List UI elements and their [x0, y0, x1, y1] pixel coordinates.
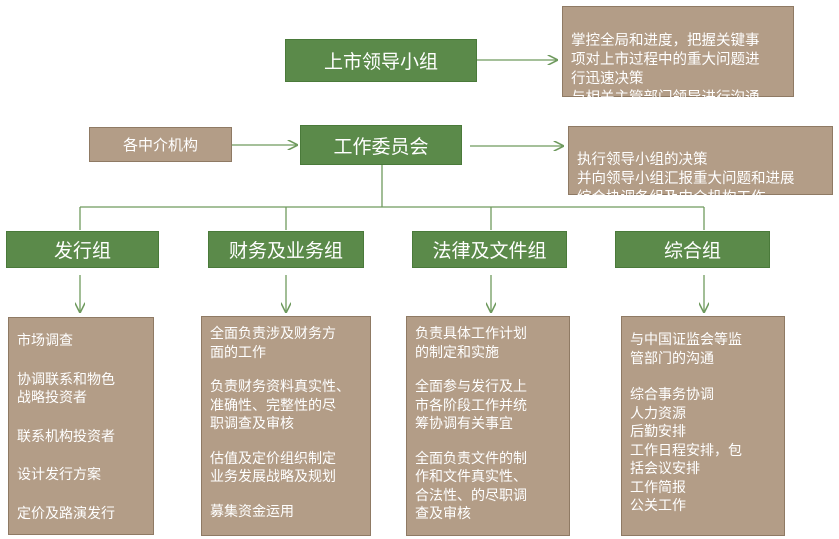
leadership-group-note: 掌控全局和进度，把握关键事 项对上市过程中的重大问题进 行迅速决策 与相关主管部…	[562, 6, 794, 106]
task-item: 负责财务资料真实性、 准确性、完整性的尽 职调查及审核	[210, 379, 350, 432]
task-item: 设计发行方案	[17, 467, 101, 483]
working-committee-title: 工作委员会	[333, 135, 429, 158]
task-item: 全面参与发行及上 市各阶段工作并统 筹协调有关事宜	[415, 379, 527, 432]
group-issuance-title: 发行组	[53, 240, 111, 262]
task-item: 联系机构投资者	[17, 428, 115, 445]
group-finance-business: 财务及业务组	[208, 231, 364, 268]
task-list-legal-docs: 负责具体工作计划 的制定和实施 全面参与发行及上 市各阶段工作并统 筹协调有关事…	[406, 316, 570, 536]
leadership-group-note-text: 掌控全局和进度，把握关键事 项对上市过程中的重大问题进 行迅速决策 与相关主管部…	[571, 33, 760, 106]
group-general-title: 综合组	[663, 240, 721, 262]
task-item: 全面负责涉及财务方 面的工作	[210, 326, 336, 361]
task-item: 综合事务协调 人力资源 后勤安排 工作日程安排，包 括会议安排 工作简报 公关工…	[630, 387, 742, 514]
intermediaries-box: 各中介机构	[89, 127, 232, 162]
intermediaries-title: 各中介机构	[122, 136, 198, 154]
group-finance-business-title: 财务及业务组	[228, 240, 343, 262]
task-item: 定价及路演发行	[17, 505, 115, 522]
task-list-general: 与中国证监会等监 管部门的沟通 综合事务协调 人力资源 后勤安排 工作日程安排，…	[621, 316, 785, 536]
task-item: 估值及定价组织制定 业务发展战略及规划	[210, 450, 336, 486]
task-item: 全面负责文件的制 作和文件真实性、 合法性、的尽职调 查及审核	[415, 450, 527, 523]
group-legal-docs: 法律及文件组	[412, 231, 567, 268]
task-item: 协调联系和物色 战略投资者	[17, 371, 115, 407]
working-committee-box: 工作委员会	[300, 125, 462, 165]
working-committee-note-text: 执行领导小组的决策 并向领导小组汇报重大问题和进展 综合协调各组及中介机构工作	[577, 152, 795, 206]
leadership-group-title: 上市领导小组	[323, 51, 438, 73]
group-issuance: 发行组	[6, 231, 159, 268]
task-list-finance-business: 全面负责涉及财务方 面的工作 负责财务资料真实性、 准确性、完整性的尽 职调查及…	[201, 316, 371, 536]
group-general: 综合组	[615, 231, 770, 268]
task-item: 市场调查	[17, 333, 73, 349]
task-item: 与中国证监会等监 管部门的沟通	[630, 332, 742, 367]
task-list-issuance: 市场调查 协调联系和物色 战略投资者 联系机构投资者 设计发行方案 定价及路演发…	[8, 317, 154, 535]
working-committee-note: 执行领导小组的决策 并向领导小组汇报重大问题和进展 综合协调各组及中介机构工作	[568, 126, 833, 206]
leadership-group-box: 上市领导小组	[285, 39, 477, 82]
task-item: 负责具体工作计划 的制定和实施	[415, 326, 527, 361]
group-legal-docs-title: 法律及文件组	[432, 240, 547, 262]
task-item: 募集资金运用	[210, 503, 294, 520]
